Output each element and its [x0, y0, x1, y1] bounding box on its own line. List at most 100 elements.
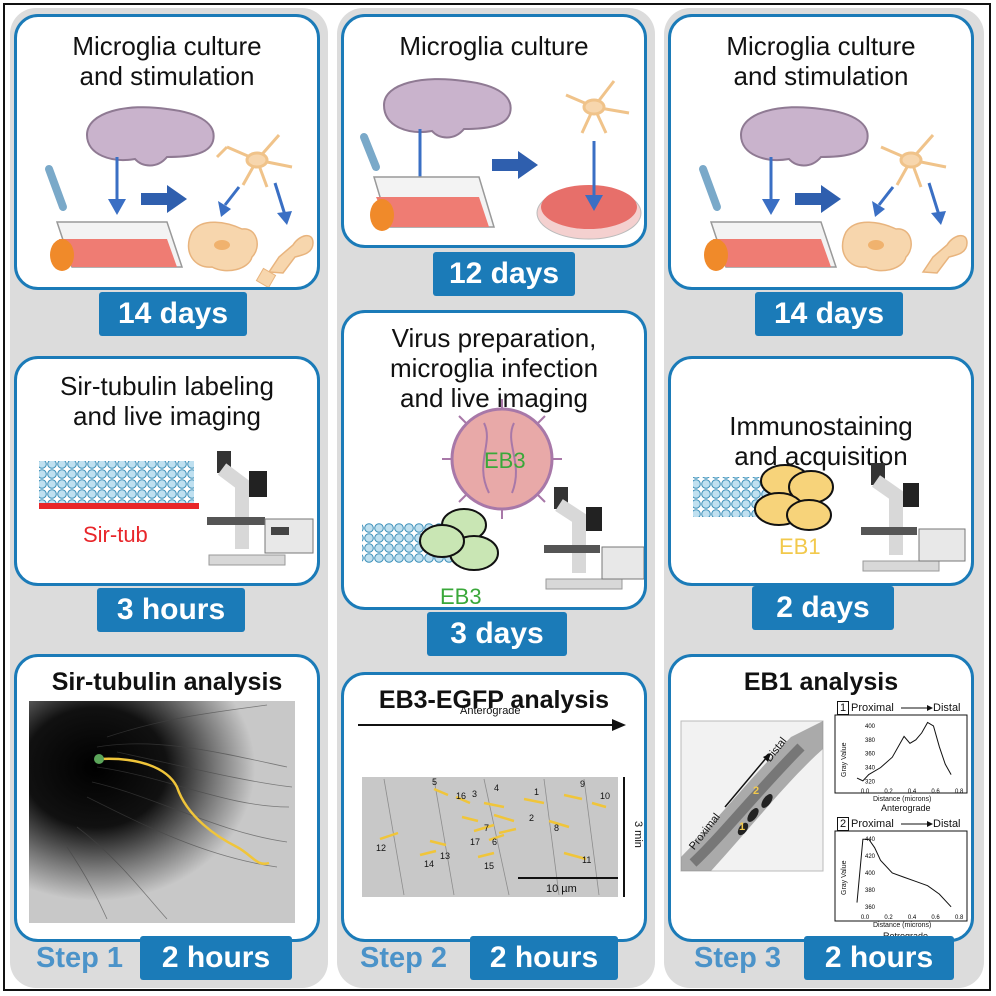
- process-arrow-icon: [795, 185, 841, 213]
- microscope-icon: [861, 463, 966, 572]
- comet-1-label: 1: [739, 821, 746, 833]
- x-tick-label: 0.6: [931, 789, 940, 795]
- virus-microscope-illustration: [362, 399, 644, 590]
- card-title: Virus preparation, microglia infection a…: [389, 323, 599, 413]
- y-tick-label: 340: [865, 766, 876, 772]
- brain-icon: [85, 106, 215, 167]
- track-number: 4: [494, 783, 500, 793]
- flask-icon: [370, 176, 496, 231]
- x-tick-label: 0.0: [861, 915, 870, 921]
- y-tick-label: 380: [865, 738, 876, 744]
- card-title: EB3-EGFP analysis: [378, 686, 610, 714]
- plot-2-xlabel: Distance (microns): [873, 922, 932, 929]
- card-title: Microglia culture: [399, 31, 589, 61]
- track-number: 7: [484, 823, 490, 833]
- plot-2-to: Distal: [933, 818, 961, 830]
- x-tick-label: 0.8: [955, 789, 964, 795]
- brain-icon: [382, 78, 512, 139]
- track-origin: [94, 754, 104, 764]
- card-eb1-analysis: EB1 analysis Proximal Distal 1 2 1 Proxi…: [668, 654, 974, 942]
- y-tick-label: 400: [865, 724, 876, 730]
- culture-illustration: [699, 106, 968, 274]
- culture-illustration: [45, 106, 314, 287]
- eb3-tracks: [379, 787, 607, 861]
- comet-2-label: 2: [753, 785, 760, 797]
- plot-1-title: Anterograde: [881, 803, 931, 813]
- duration-badge: 2 hours: [470, 936, 618, 980]
- time-scale-label: 3 min: [632, 821, 644, 848]
- microglia-ramified-icon: [565, 80, 630, 134]
- sir-tub-label: Sir-tub: [83, 522, 148, 547]
- card-culture-stimulation: Microglia culture and stimulation: [14, 14, 320, 290]
- track-number: 10: [600, 791, 611, 801]
- card-title: Sir-tubulin analysis: [51, 668, 283, 696]
- y-tick-label: 360: [865, 905, 876, 911]
- card-culture-stimulation: Microglia culture and stimulation: [668, 14, 974, 290]
- eb1-image: [680, 720, 824, 872]
- plot-1-from: Proximal: [851, 702, 894, 714]
- step-label: Step 1: [36, 942, 124, 974]
- track-number: 9: [580, 779, 586, 789]
- tube-icon: [699, 165, 721, 211]
- plot-2-ylabel: Gray Value: [841, 860, 848, 896]
- x-tick-label: 0.2: [884, 915, 893, 921]
- virus-icon: [442, 399, 562, 519]
- plot-1-xlabel: Distance (microns): [873, 796, 932, 803]
- x-tick-label: 0.2: [884, 789, 893, 795]
- profile-line: [856, 838, 952, 908]
- arrow-head-icon: [108, 199, 126, 215]
- flask-icon: [50, 221, 184, 271]
- y-tick-label: 440: [865, 837, 876, 843]
- duration-badge: 14 days: [755, 292, 903, 336]
- card-title: Microglia culture and stimulation: [72, 31, 262, 91]
- track-number: 2: [529, 813, 535, 823]
- card-title: Immunostaining and acquisition: [729, 411, 913, 471]
- card-title: Microglia culture and stimulation: [726, 31, 916, 91]
- process-arrow-icon: [492, 151, 538, 179]
- arrow-head-icon: [762, 199, 780, 215]
- plot-1-to: Distal: [933, 702, 961, 714]
- step-label: Step 2: [360, 942, 448, 974]
- figure-frame: [3, 3, 991, 991]
- card-culture: Microglia culture: [341, 14, 647, 248]
- y-tick-label: 420: [865, 854, 876, 860]
- track-number: 16: [456, 791, 467, 801]
- y-tick-label: 320: [865, 780, 876, 786]
- x-tick-label: 0.8: [955, 915, 964, 921]
- microscope-icon: [207, 451, 314, 566]
- track-number: 12: [376, 843, 387, 853]
- eb1-protein-icon: [754, 464, 834, 531]
- track-number: 5: [432, 777, 438, 787]
- microglia-ramified-icon: [880, 134, 947, 188]
- profile-line: [856, 721, 952, 782]
- virus-eb3-label: EB3: [484, 448, 526, 473]
- process-arrow-icon: [141, 185, 187, 213]
- card-eb3-analysis: EB3-EGFP analysis Anterograde 3 min 10 µ…: [341, 672, 647, 942]
- direction-label: Anterograde: [460, 705, 521, 717]
- microtubule-microscope-illustration: [39, 451, 314, 566]
- track-number: 8: [554, 823, 560, 833]
- card-sir-tubulin-labeling: Sir-tubulin labeling and live imaging Si…: [14, 356, 320, 586]
- track-number: 17: [470, 837, 481, 847]
- track-number: 13: [440, 851, 451, 861]
- microtubule-icon: [39, 461, 194, 503]
- duration-badge: 2 days: [752, 586, 894, 630]
- track-number: 3: [472, 789, 478, 799]
- card-virus-infection: Virus preparation, microglia infection a…: [341, 310, 647, 610]
- tracked-microtubule: [98, 757, 270, 866]
- microglia-rod-icon: [267, 234, 314, 274]
- microglia-ramified-icon: [215, 134, 293, 188]
- microscope-icon: [544, 487, 644, 590]
- duration-badge: 3 hours: [97, 588, 245, 632]
- track-number: 1: [534, 787, 540, 797]
- duration-badge: 2 hours: [140, 936, 292, 980]
- tube-icon: [360, 133, 380, 171]
- track-number: 11: [582, 855, 592, 865]
- duration-badge: 12 days: [433, 252, 575, 296]
- track-number: 6: [492, 837, 498, 847]
- tube-icon: [45, 165, 67, 211]
- card-sir-tubulin-analysis: Sir-tubulin analysis: [14, 654, 320, 942]
- eb3-protein-icon: [419, 508, 499, 571]
- flask-icon: [704, 221, 838, 271]
